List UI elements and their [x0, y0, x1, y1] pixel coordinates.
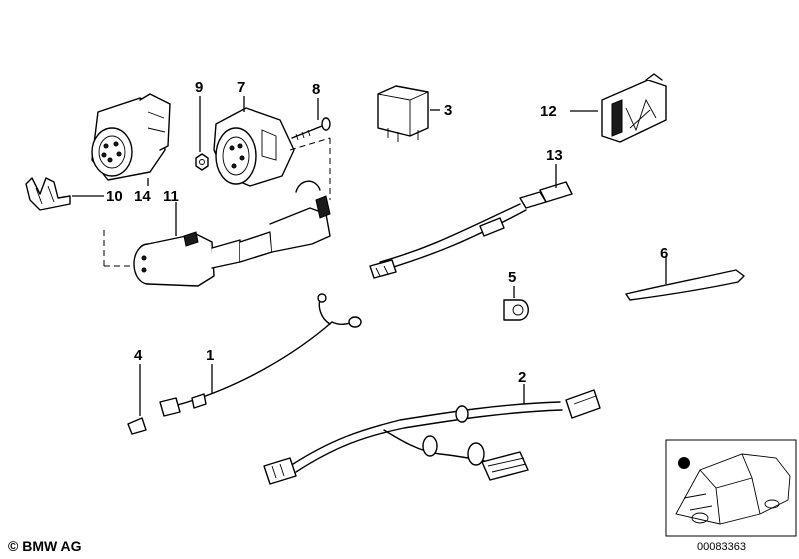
callout-7: 7: [237, 79, 245, 96]
callout-11: 11: [163, 188, 179, 205]
callout-4: 4: [134, 347, 143, 364]
copyright-label: © BMW AG: [8, 538, 82, 554]
assembly-dashed-outline: [103, 137, 331, 267]
relay-part-3[interactable]: [377, 85, 440, 142]
socket-housing-part-7[interactable]: [213, 96, 295, 187]
clip-part-10[interactable]: [25, 177, 104, 211]
ground-cable-part-1[interactable]: [159, 293, 362, 417]
cable-clip-part-5[interactable]: [503, 286, 529, 321]
callout-8: 8: [312, 81, 320, 98]
callout-3: 3: [444, 102, 452, 119]
callout-12: 12: [540, 103, 557, 120]
car-location-thumbnail-icon: [665, 439, 797, 537]
callout-10: 10: [106, 188, 123, 205]
callout-13: 13: [546, 147, 563, 164]
callout-6: 6: [660, 245, 668, 262]
wiring-harness-part-2[interactable]: [263, 384, 601, 485]
document-number: 00083363: [697, 541, 746, 553]
screw-part-8[interactable]: [291, 98, 331, 141]
callout-2: 2: [518, 369, 526, 386]
callout-9: 9: [195, 79, 203, 96]
location-dot-icon: [678, 457, 690, 469]
callout-5: 5: [508, 269, 516, 286]
nut-part-9[interactable]: [195, 96, 209, 171]
trailer-socket-part-14[interactable]: [91, 93, 171, 186]
callout-14: 14: [134, 188, 151, 205]
adapter-cable-part-11[interactable]: [133, 180, 331, 287]
cover-part-12[interactable]: [570, 73, 667, 143]
callout-1: 1: [206, 347, 214, 364]
strap-part-6[interactable]: [625, 256, 745, 301]
contact-part-4[interactable]: [127, 364, 147, 435]
cable-harness-part-13[interactable]: [369, 164, 573, 279]
